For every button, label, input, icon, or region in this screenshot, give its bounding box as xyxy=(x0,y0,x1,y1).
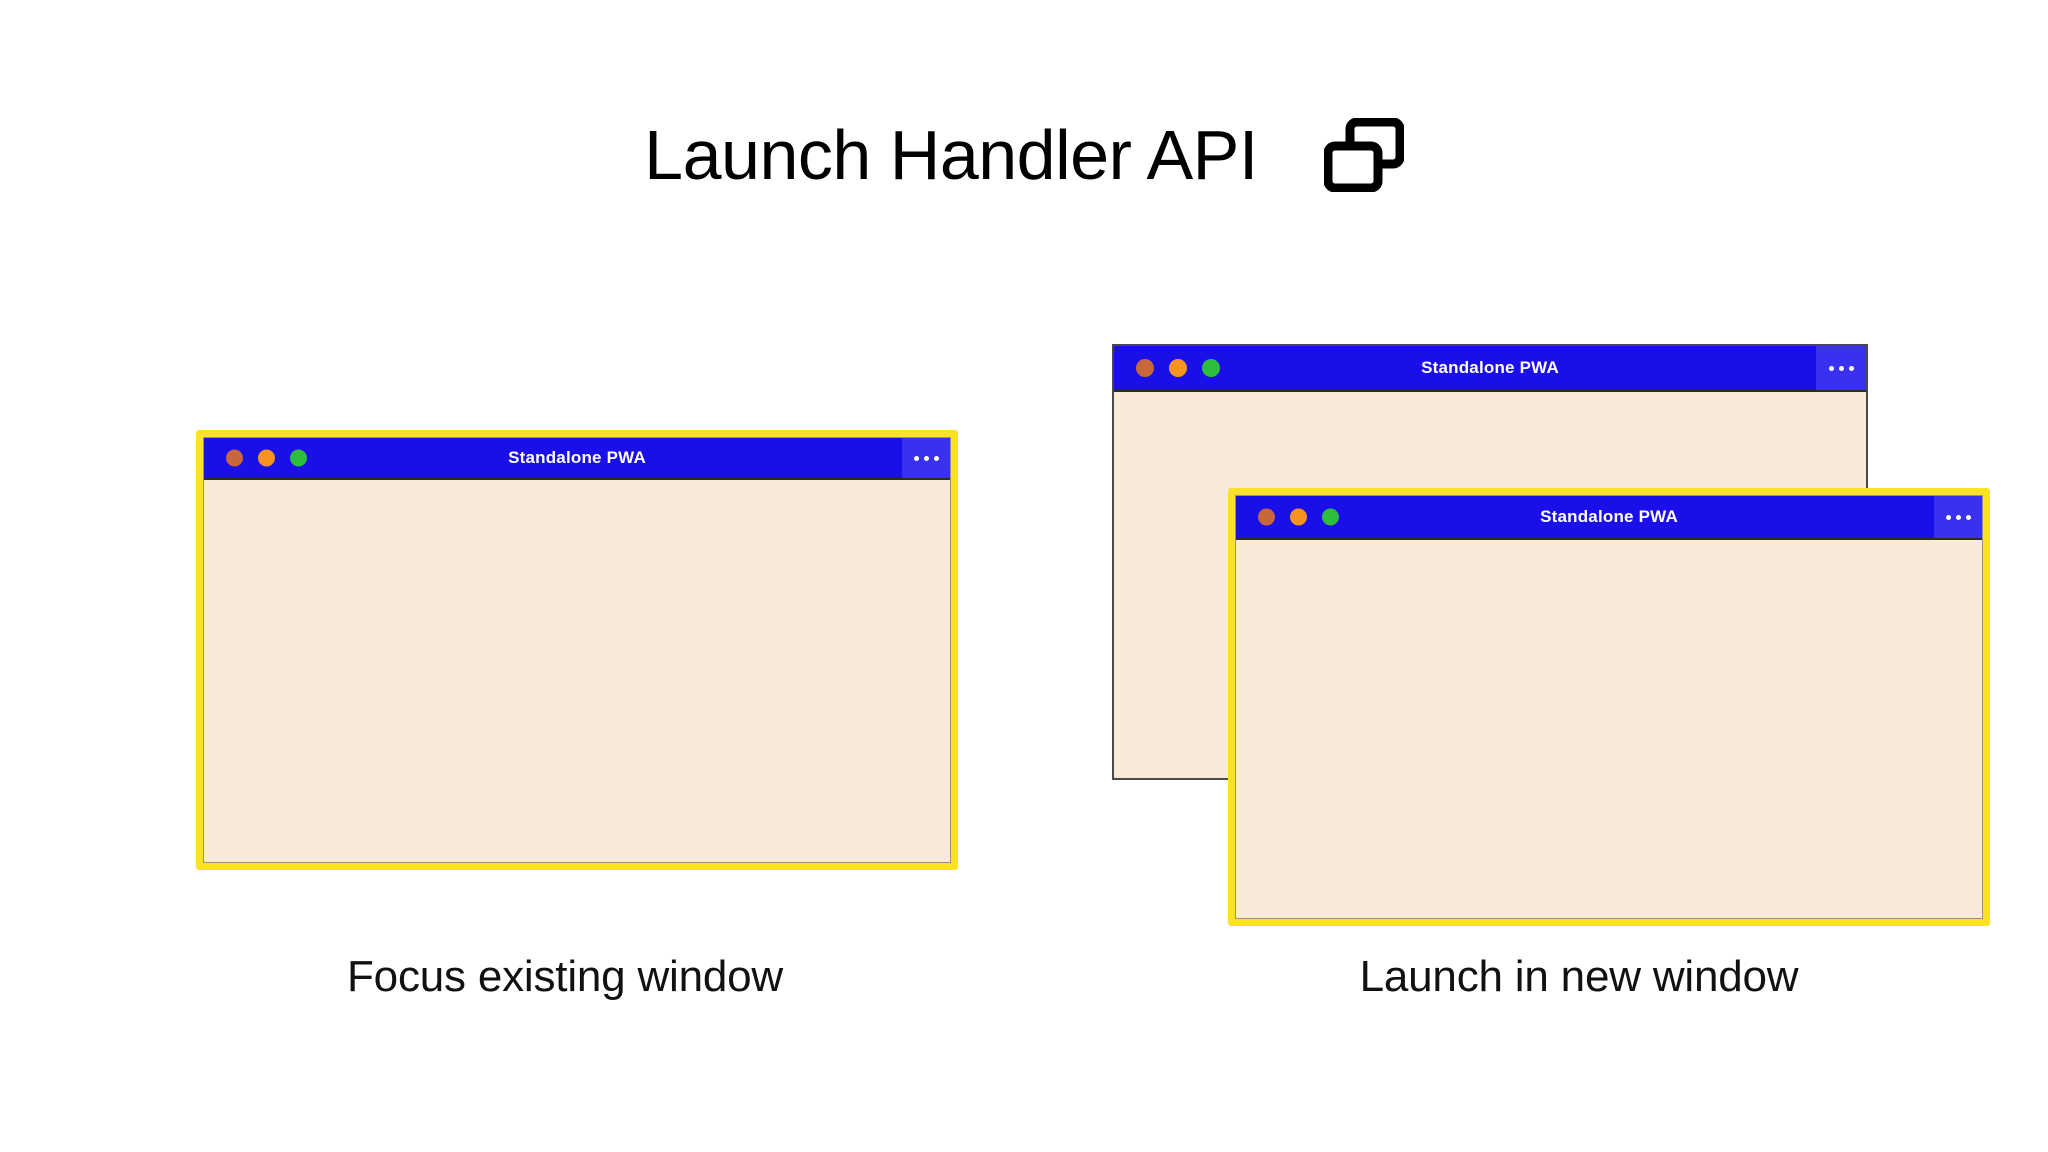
window-focus-existing[interactable]: Standalone PWA xyxy=(196,430,958,870)
caption-launch-in-new-window: Launch in new window xyxy=(1359,952,1799,1001)
overlapping-windows-icon xyxy=(1323,118,1404,192)
traffic-light-controls[interactable] xyxy=(1136,359,1220,377)
maximize-window-icon[interactable] xyxy=(1202,359,1220,377)
maximize-window-icon[interactable] xyxy=(1322,508,1339,526)
caption-focus-existing-window: Focus existing window xyxy=(347,952,783,1001)
window-inner: Standalone PWA xyxy=(1235,495,1983,919)
menu-dot-icon xyxy=(1965,514,1971,520)
minimize-window-icon[interactable] xyxy=(1169,359,1187,377)
maximize-window-icon[interactable] xyxy=(290,449,307,467)
minimize-window-icon[interactable] xyxy=(258,449,275,467)
page-header: Launch Handler API xyxy=(0,118,2048,192)
window-overflow-menu-button[interactable] xyxy=(902,438,950,478)
traffic-light-controls[interactable] xyxy=(1258,508,1339,526)
window-content-area xyxy=(204,480,950,862)
menu-dot-icon xyxy=(923,455,929,461)
menu-dot-icon xyxy=(1945,514,1951,520)
menu-dot-icon xyxy=(933,455,939,461)
close-window-icon[interactable] xyxy=(1136,359,1154,377)
page-title: Launch Handler API xyxy=(644,116,1258,194)
menu-dot-icon xyxy=(1955,514,1961,520)
close-window-icon[interactable] xyxy=(226,449,243,467)
window-overflow-menu-button[interactable] xyxy=(1816,346,1866,390)
window-content-area xyxy=(1236,540,1982,918)
window-inner: Standalone PWA xyxy=(203,437,951,863)
window-title: Standalone PWA xyxy=(1421,358,1559,377)
window-titlebar[interactable]: Standalone PWA xyxy=(1114,346,1866,392)
traffic-light-controls[interactable] xyxy=(226,449,307,467)
window-new-foreground[interactable]: Standalone PWA xyxy=(1228,488,1990,926)
menu-dot-icon xyxy=(1848,365,1854,371)
minimize-window-icon[interactable] xyxy=(1290,508,1307,526)
window-title: Standalone PWA xyxy=(1540,507,1678,526)
menu-dot-icon xyxy=(913,455,919,461)
menu-dot-icon xyxy=(1828,365,1834,371)
menu-dot-icon xyxy=(1838,365,1844,371)
window-overflow-menu-button[interactable] xyxy=(1934,496,1982,538)
window-titlebar[interactable]: Standalone PWA xyxy=(1236,496,1982,540)
window-title: Standalone PWA xyxy=(508,448,646,467)
close-window-icon[interactable] xyxy=(1258,508,1275,526)
window-titlebar[interactable]: Standalone PWA xyxy=(204,438,950,480)
